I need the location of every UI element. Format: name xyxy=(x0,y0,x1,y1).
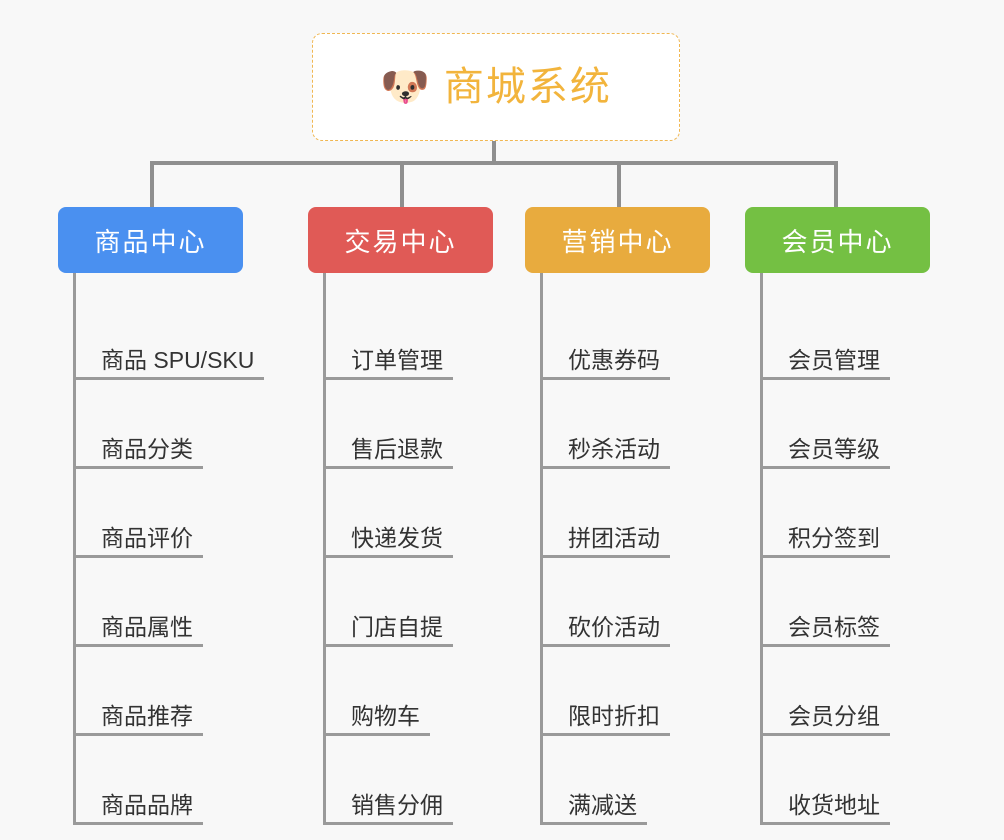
category-header-1-label: 商品中心 xyxy=(94,226,207,257)
connector-drop-column-2 xyxy=(400,161,404,208)
leaf-item[interactable]: 秒杀活动 xyxy=(540,380,710,469)
leaf-item[interactable]: 商品评价 xyxy=(73,469,243,558)
leaf-label: 拼团活动 xyxy=(540,525,670,558)
leaf-label: 销售分佣 xyxy=(323,792,453,825)
leaf-label: 满减送 xyxy=(540,792,647,825)
leaf-item[interactable]: 会员分组 xyxy=(760,647,930,736)
connector-root-stem xyxy=(492,141,496,164)
connector-drop-column-4 xyxy=(834,161,838,208)
connector-drop-column-3 xyxy=(617,161,621,208)
leaf-label: 秒杀活动 xyxy=(540,436,670,469)
leaf-trunk-4 xyxy=(760,273,763,825)
leaf-list-3: 优惠券码 秒杀活动 拼团活动 砍价活动 限时折扣 满减送 xyxy=(525,273,710,825)
leaf-label: 快递发货 xyxy=(323,525,453,558)
leaf-label: 会员管理 xyxy=(760,347,890,380)
connector-drop-column-1 xyxy=(150,161,154,208)
leaf-item[interactable]: 售后退款 xyxy=(323,380,493,469)
leaf-label: 会员等级 xyxy=(760,436,890,469)
category-header-2-label: 交易中心 xyxy=(344,226,457,257)
category-header-2[interactable]: 交易中心 xyxy=(308,207,493,273)
leaf-list-2: 订单管理 售后退款 快递发货 门店自提 购物车 销售分佣 xyxy=(308,273,493,825)
leaf-label: 会员分组 xyxy=(760,703,890,736)
leaf-item[interactable]: 砍价活动 xyxy=(540,558,710,647)
leaf-trunk-2 xyxy=(323,273,326,825)
leaf-list-1: 商品 SPU/SKU 商品分类 商品评价 商品属性 商品推荐 商品品牌 xyxy=(58,273,265,825)
connector-horizontal-bus xyxy=(150,161,838,165)
category-column-1: 商品中心 商品 SPU/SKU 商品分类 商品评价 商品属性 商品推荐 商品品牌 xyxy=(58,207,265,825)
leaf-label: 砍价活动 xyxy=(540,614,670,647)
leaf-label: 商品推荐 xyxy=(73,703,203,736)
leaf-item[interactable]: 会员等级 xyxy=(760,380,930,469)
leaf-item[interactable]: 积分签到 xyxy=(760,469,930,558)
leaf-item[interactable]: 销售分佣 xyxy=(323,736,493,825)
leaf-item[interactable]: 门店自提 xyxy=(323,558,493,647)
leaf-item[interactable]: 商品分类 xyxy=(73,380,243,469)
leaf-list-4: 会员管理 会员等级 积分签到 会员标签 会员分组 收货地址 xyxy=(745,273,930,825)
leaf-item[interactable]: 购物车 xyxy=(323,647,493,736)
category-column-3: 营销中心 优惠券码 秒杀活动 拼团活动 砍价活动 限时折扣 满减送 xyxy=(525,207,710,825)
leaf-item[interactable]: 快递发货 xyxy=(323,469,493,558)
leaf-label: 商品分类 xyxy=(73,436,203,469)
category-column-2: 交易中心 订单管理 售后退款 快递发货 门店自提 购物车 销售分佣 xyxy=(308,207,493,825)
root-node-title: 商城系统 xyxy=(443,65,612,109)
leaf-item[interactable]: 商品 SPU/SKU xyxy=(73,291,265,380)
leaf-label: 收货地址 xyxy=(760,792,890,825)
leaf-label: 商品评价 xyxy=(73,525,203,558)
category-header-3-label: 营销中心 xyxy=(561,226,674,257)
leaf-item[interactable]: 满减送 xyxy=(540,736,710,825)
leaf-label: 限时折扣 xyxy=(540,703,670,736)
leaf-label: 会员标签 xyxy=(760,614,890,647)
category-header-4-label: 会员中心 xyxy=(781,226,894,257)
leaf-label: 商品品牌 xyxy=(73,792,203,825)
category-column-4: 会员中心 会员管理 会员等级 积分签到 会员标签 会员分组 收货地址 xyxy=(745,207,930,825)
leaf-trunk-3 xyxy=(540,273,543,825)
shiba-dog-face-icon: 🐶 xyxy=(380,65,430,109)
leaf-item[interactable]: 收货地址 xyxy=(760,736,930,825)
leaf-item[interactable]: 拼团活动 xyxy=(540,469,710,558)
leaf-item[interactable]: 商品属性 xyxy=(73,558,243,647)
leaf-trunk-1 xyxy=(73,273,76,825)
leaf-item[interactable]: 商品品牌 xyxy=(73,736,243,825)
leaf-label: 商品属性 xyxy=(73,614,203,647)
leaf-label: 优惠券码 xyxy=(540,347,670,380)
category-header-1[interactable]: 商品中心 xyxy=(58,207,243,273)
leaf-item[interactable]: 订单管理 xyxy=(323,291,493,380)
leaf-label: 购物车 xyxy=(323,703,430,736)
category-header-3[interactable]: 营销中心 xyxy=(525,207,710,273)
leaf-item[interactable]: 会员管理 xyxy=(760,291,930,380)
leaf-item[interactable]: 会员标签 xyxy=(760,558,930,647)
leaf-label: 商品 SPU/SKU xyxy=(73,347,265,380)
leaf-label: 门店自提 xyxy=(323,614,453,647)
category-header-4[interactable]: 会员中心 xyxy=(745,207,930,273)
leaf-label: 订单管理 xyxy=(323,347,453,380)
leaf-item[interactable]: 限时折扣 xyxy=(540,647,710,736)
leaf-label: 售后退款 xyxy=(323,436,453,469)
leaf-item[interactable]: 优惠券码 xyxy=(540,291,710,380)
leaf-label: 积分签到 xyxy=(760,525,890,558)
root-node-mall-system[interactable]: 🐶 商城系统 xyxy=(312,33,680,141)
leaf-item[interactable]: 商品推荐 xyxy=(73,647,243,736)
